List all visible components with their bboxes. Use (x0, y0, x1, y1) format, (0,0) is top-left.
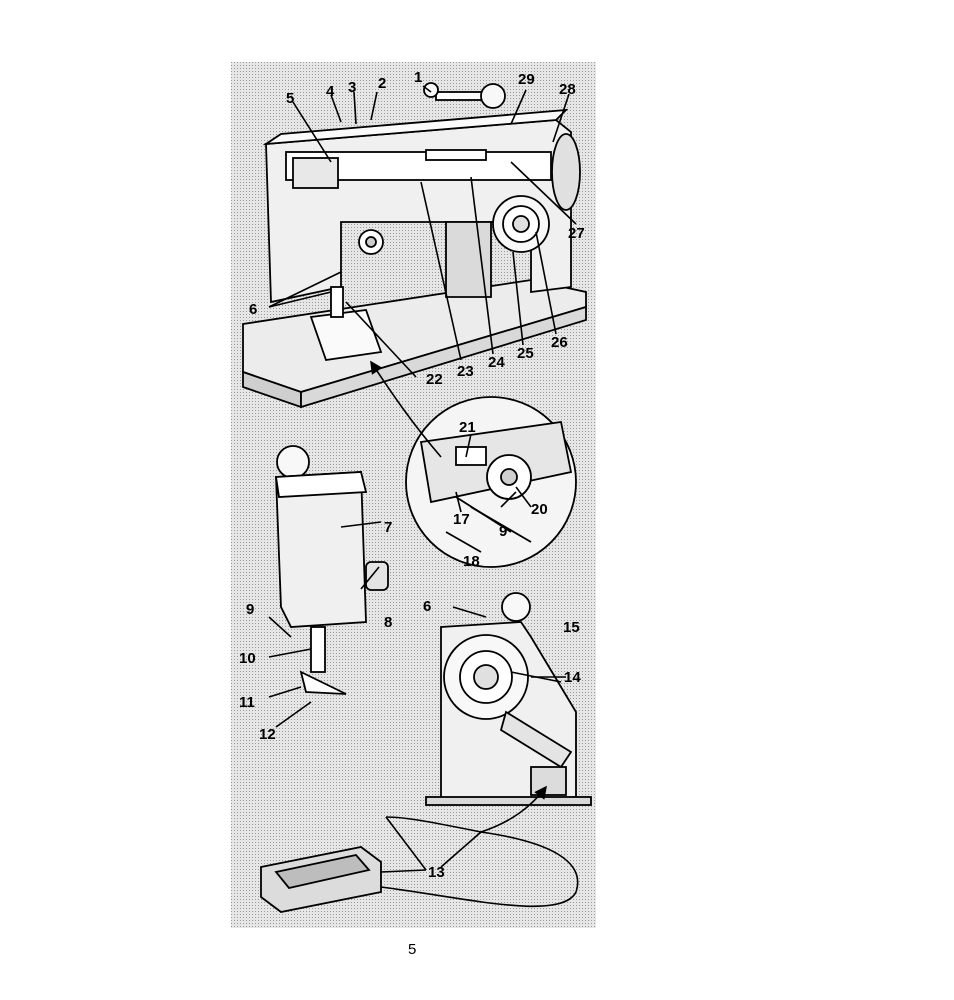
callout-20: 20 (531, 501, 548, 518)
callout-6-top: 6 (249, 301, 257, 318)
machine-side-view (274, 445, 389, 695)
callout-24: 24 (488, 354, 505, 371)
callout-17: 17 (453, 511, 470, 528)
callout-11: 11 (239, 694, 255, 711)
callout-15: 15 (563, 619, 580, 636)
callout-21: 21 (459, 419, 476, 436)
machine-rear-view (425, 592, 592, 806)
callout-28: 28 (559, 81, 576, 98)
callout-8: 8 (384, 614, 392, 631)
page-number: 5 (408, 941, 417, 958)
leader-lines (268, 85, 577, 873)
callout-27: 27 (568, 225, 585, 242)
callout-labels: 1 2 3 4 5 29 28 27 6 22 23 24 25 26 21 2… (239, 69, 585, 881)
bobbin-area-inset (405, 396, 577, 568)
callout-3: 3 (348, 79, 356, 96)
callout-4: 4 (326, 83, 335, 100)
machine-front-view (242, 82, 587, 409)
callout-1: 1 (414, 69, 422, 86)
callout-7: 7 (384, 519, 392, 536)
callout-12: 12 (259, 726, 276, 743)
callout-9-inset: 9 (499, 523, 507, 540)
callout-29: 29 (518, 71, 535, 88)
callout-5: 5 (286, 90, 294, 107)
callout-2: 2 (378, 75, 386, 92)
callout-10: 10 (239, 650, 256, 667)
callout-25: 25 (517, 345, 534, 362)
callout-9-side: 9 (246, 601, 254, 618)
sewing-machine-parts-diagram: 1 2 3 4 5 29 28 27 6 22 23 24 25 26 21 2… (231, 62, 596, 928)
callout-18: 18 (463, 553, 480, 570)
callout-14: 14 (564, 669, 581, 686)
callout-23: 23 (457, 363, 474, 380)
foot-controller (260, 785, 579, 913)
callout-13: 13 (428, 864, 445, 881)
callout-22: 22 (426, 371, 443, 388)
callout-6-rear: 6 (423, 598, 431, 615)
callout-26: 26 (551, 334, 568, 351)
